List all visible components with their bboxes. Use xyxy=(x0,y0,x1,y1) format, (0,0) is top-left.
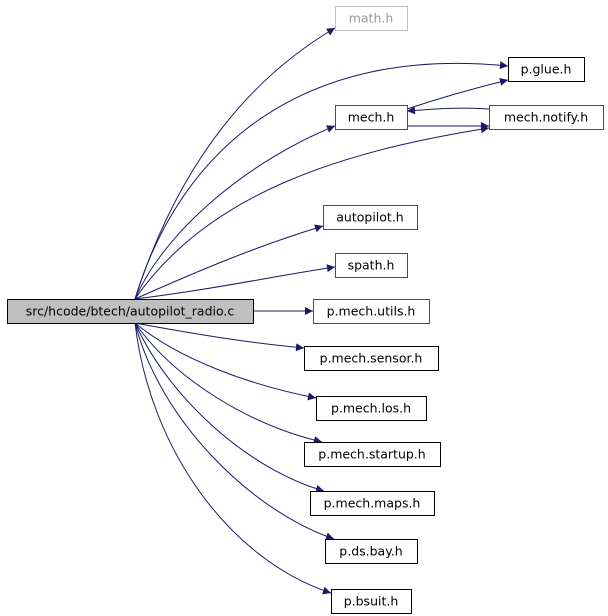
edge-root-to-startup xyxy=(134,322,323,445)
node-label: mech.notify.h xyxy=(504,110,588,125)
node-box xyxy=(325,539,418,564)
edge-mech-to-glue xyxy=(406,77,509,110)
node-box xyxy=(304,346,439,371)
node-mech[interactable]: mech.h xyxy=(335,105,408,130)
edge-root-to-autopilot xyxy=(134,224,324,300)
edge-root-to-glue xyxy=(134,61,509,300)
node-label: p.mech.los.h xyxy=(331,401,411,416)
node-label: p.bsuit.h xyxy=(344,594,399,609)
node-box xyxy=(335,105,408,130)
node-dsbay[interactable]: p.ds.bay.h xyxy=(325,539,418,564)
node-box xyxy=(335,6,408,31)
node-label: p.mech.startup.h xyxy=(318,447,425,462)
edge-root-to-maps xyxy=(134,322,325,493)
node-math[interactable]: math.h xyxy=(335,6,408,31)
node-box xyxy=(313,299,430,324)
node-maps[interactable]: p.mech.maps.h xyxy=(310,491,435,516)
edge-root-to-spath xyxy=(134,264,336,300)
node-label: math.h xyxy=(349,11,394,26)
node-label: p.ds.bay.h xyxy=(339,544,402,559)
node-box xyxy=(7,299,254,324)
node-label: p.mech.maps.h xyxy=(324,496,421,511)
node-root[interactable]: src/hcode/btech/autopilot_radio.c xyxy=(7,299,254,324)
edge-root-to-dsbay xyxy=(134,322,335,541)
edge-root-to-los xyxy=(134,322,317,401)
node-startup[interactable]: p.mech.startup.h xyxy=(304,442,441,467)
edges-layer xyxy=(134,27,509,595)
nodes-layer: src/hcode/btech/autopilot_radio.c math.h p… xyxy=(7,6,604,614)
node-label: p.mech.sensor.h xyxy=(320,351,423,366)
node-box xyxy=(323,205,418,230)
edge-notify-to-mech xyxy=(406,106,490,115)
node-notify[interactable]: mech.notify.h xyxy=(489,105,604,130)
node-label: autopilot.h xyxy=(336,210,403,225)
node-box xyxy=(489,105,604,130)
node-box xyxy=(335,253,408,278)
node-box xyxy=(316,396,427,421)
node-box xyxy=(331,589,412,614)
node-label: src/hcode/btech/autopilot_radio.c xyxy=(26,304,235,319)
node-utils[interactable]: p.mech.utils.h xyxy=(313,299,430,324)
node-box xyxy=(310,491,435,516)
node-bsuit[interactable]: p.bsuit.h xyxy=(331,589,412,614)
node-los[interactable]: p.mech.los.h xyxy=(316,396,427,421)
node-spath[interactable]: spath.h xyxy=(335,253,408,278)
node-glue[interactable]: p.glue.h xyxy=(508,57,585,82)
edge-root-to-mech xyxy=(134,125,336,300)
node-label: p.mech.utils.h xyxy=(327,304,416,319)
node-label: p.glue.h xyxy=(521,62,572,77)
node-label: spath.h xyxy=(348,258,395,273)
node-autopilot[interactable]: autopilot.h xyxy=(323,205,418,230)
edge-root-to-sensor xyxy=(134,322,305,352)
edge-root-to-math xyxy=(134,27,336,300)
edge-root-to-bsuit xyxy=(134,322,332,595)
node-box xyxy=(304,442,441,467)
node-sensor[interactable]: p.mech.sensor.h xyxy=(304,346,439,371)
node-label: mech.h xyxy=(348,110,395,125)
node-box xyxy=(508,57,585,82)
edge-root-to-notify xyxy=(134,125,490,300)
